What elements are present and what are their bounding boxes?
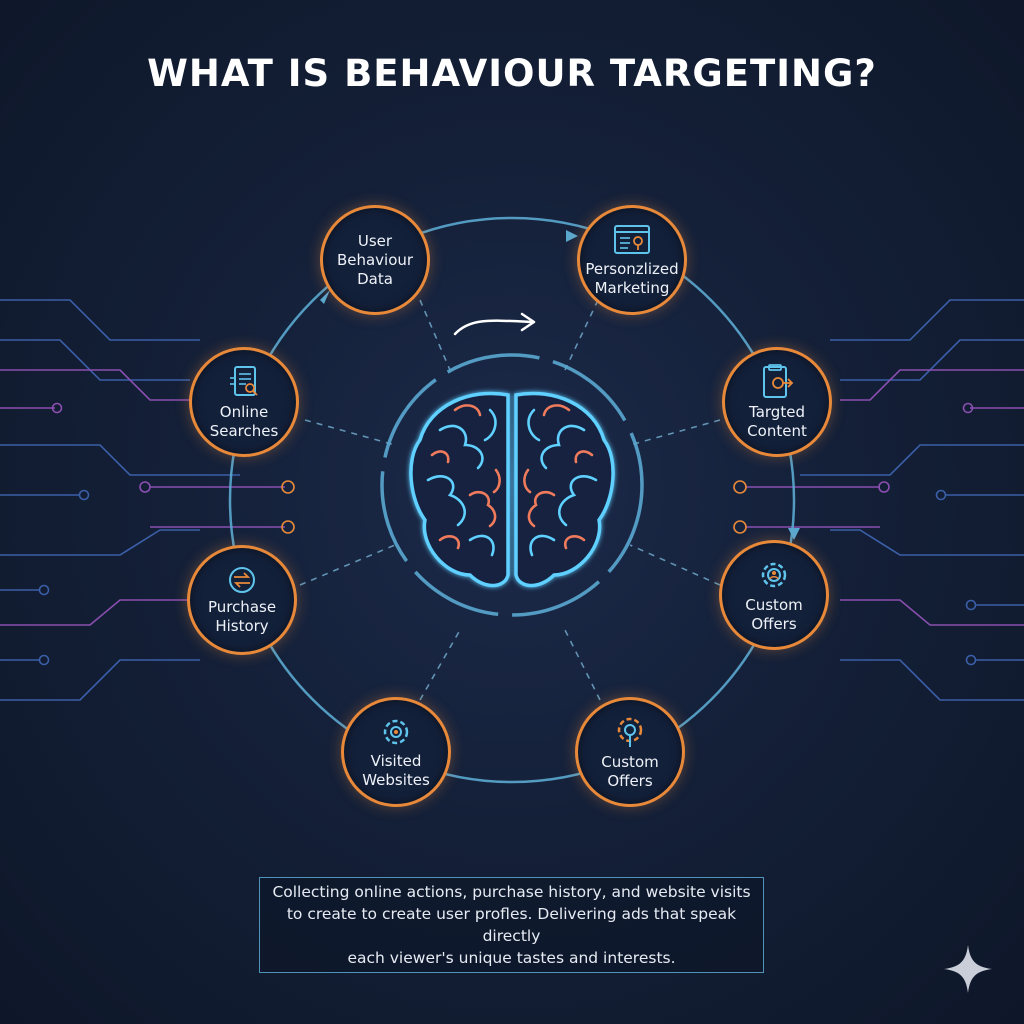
node-label: Custom Offers: [601, 752, 659, 790]
node-label: Targted Content: [747, 402, 807, 440]
node-label: Online Searches: [209, 402, 279, 440]
sparkle-icon: [944, 945, 992, 993]
node-label: Custom Offers: [745, 595, 803, 633]
page-title: WHAT IS BEHAVIOUR TARGETING?: [147, 52, 877, 95]
node-online-searches: Online Searches: [189, 347, 299, 457]
flow-arrow-icon: [453, 319, 534, 336]
gear-icon: [761, 562, 787, 587]
circuit-lines-left: [0, 299, 295, 701]
node-user-behaviour-data: User Behaviour Data: [320, 205, 430, 315]
document-icon: [230, 365, 258, 396]
circuit-lines-right: [733, 299, 1024, 701]
clipboard-icon: [763, 363, 794, 398]
node-label: User Behaviour Data: [336, 231, 414, 288]
browser-icon: [614, 224, 650, 254]
inner-ring: [380, 353, 644, 617]
node-personalized-marketing: Personzlized Marketing: [577, 205, 687, 315]
node-custom-offers-bottom: Custom Offers: [575, 697, 685, 807]
brain-icon: [409, 391, 615, 588]
exchange-icon: [229, 566, 255, 593]
node-targeted-content: Targted Content: [722, 347, 832, 457]
node-purchase-history: Purchase History: [187, 545, 297, 655]
dashed-spokes: [299, 299, 721, 701]
gear-icon: [383, 719, 409, 744]
ring-arrow-left: [320, 290, 330, 304]
gear-user-icon: [617, 717, 643, 747]
description-text: Collecting online actions, purchase hist…: [272, 883, 751, 967]
node-label: Purchase History: [207, 597, 277, 635]
ring-arrow-top: [566, 230, 578, 242]
node-label: Personzlized Marketing: [585, 259, 679, 297]
ring-arrow-right: [788, 528, 800, 540]
description-box: Collecting online actions, purchase hist…: [259, 877, 764, 973]
outer-ring: [228, 216, 796, 784]
node-visited-websites: Visited Websites: [341, 697, 451, 807]
node-label: Visited Websites: [362, 751, 430, 789]
node-custom-offers-right: Custom Offers: [719, 540, 829, 650]
